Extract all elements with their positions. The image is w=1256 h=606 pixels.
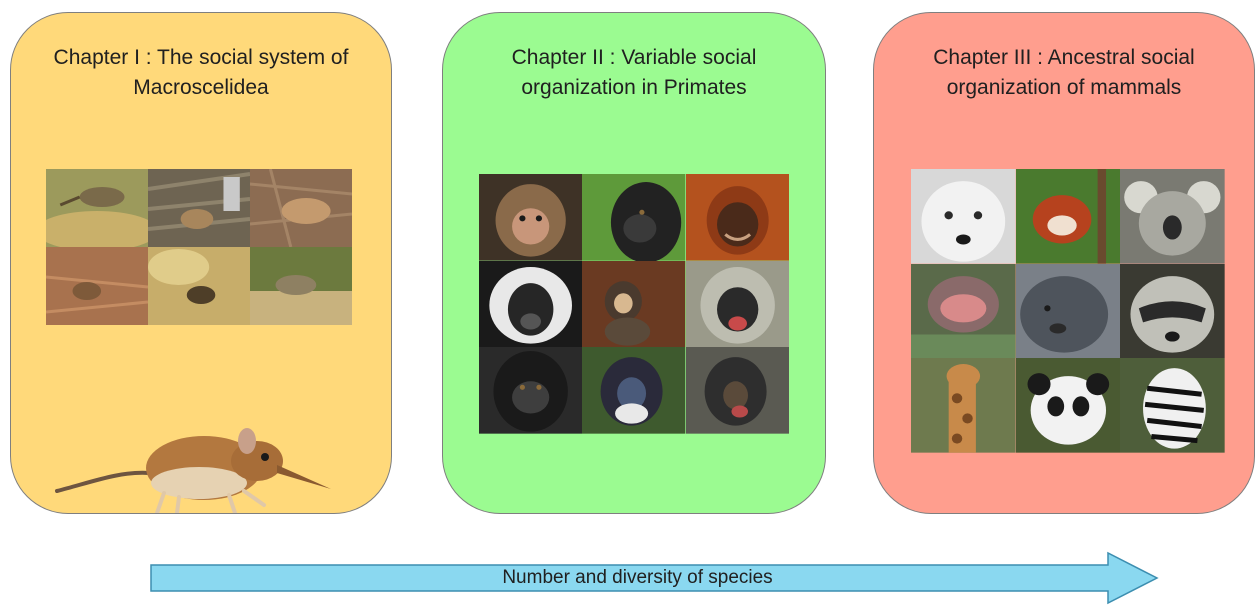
primates-photo-grid <box>479 174 789 434</box>
elephant-shrew-photo <box>250 169 352 247</box>
wolf-photo <box>911 169 1016 264</box>
elephant-shrew-photo <box>46 247 148 325</box>
arrow-label: Number and diversity of species <box>502 567 773 588</box>
elephant-shrew-photo <box>250 247 352 325</box>
elephant-shrew-illustration <box>55 428 331 513</box>
chapter-1-title-line1: Chapter I : The social system of <box>53 46 349 69</box>
chapter-1-panel: Chapter I : The social system of Macrosc… <box>10 12 392 514</box>
guenon-photo <box>582 347 686 434</box>
chapter-1-title: Chapter I : The social system of Macrosc… <box>11 43 391 103</box>
gorilla-photo <box>582 174 686 261</box>
raccoon-photo <box>1120 263 1225 359</box>
orangutan-photo <box>685 174 789 261</box>
species-diversity-arrow <box>150 551 1159 605</box>
koala-photo <box>1120 169 1225 264</box>
hippo-photo <box>911 263 1016 359</box>
chapter-3-panel: Chapter III : Ancestral social organizat… <box>873 12 1255 514</box>
panda-photo <box>1015 358 1121 453</box>
elephant-shrew-photo <box>148 169 250 247</box>
elephant-shrew-photo <box>46 169 148 247</box>
zebra-photo <box>1120 358 1225 453</box>
gorilla-photo <box>479 347 583 434</box>
elephant-shrew-photo <box>148 247 250 325</box>
guenon-photo <box>685 347 789 434</box>
chapter-2-panel: Chapter II : Variable social organizatio… <box>442 12 826 514</box>
chapter-3-title-line1: Chapter III : Ancestral social <box>933 46 1195 69</box>
marmoset-photo <box>582 260 686 348</box>
mammals-photo-grid <box>911 169 1225 453</box>
seal-photo <box>1015 263 1121 359</box>
red-panda-photo <box>1015 169 1121 264</box>
colobus-photo <box>479 260 583 348</box>
macroscelidea-photo-grid <box>46 169 352 325</box>
giraffe-photo <box>911 358 1016 453</box>
chapter-2-title: Chapter II : Variable social organizatio… <box>443 43 825 103</box>
chapter-1-title-line2: Macroscelidea <box>133 76 269 99</box>
chapter-3-title: Chapter III : Ancestral social organizat… <box>874 43 1254 103</box>
chapter-3-title-line2: organization of mammals <box>946 76 1182 99</box>
vervet-photo <box>685 260 789 348</box>
chapter-2-title-line1: Chapter II : Variable social <box>511 46 757 69</box>
macaque-photo <box>479 174 583 261</box>
chapter-2-title-line2: organization in Primates <box>521 76 747 99</box>
